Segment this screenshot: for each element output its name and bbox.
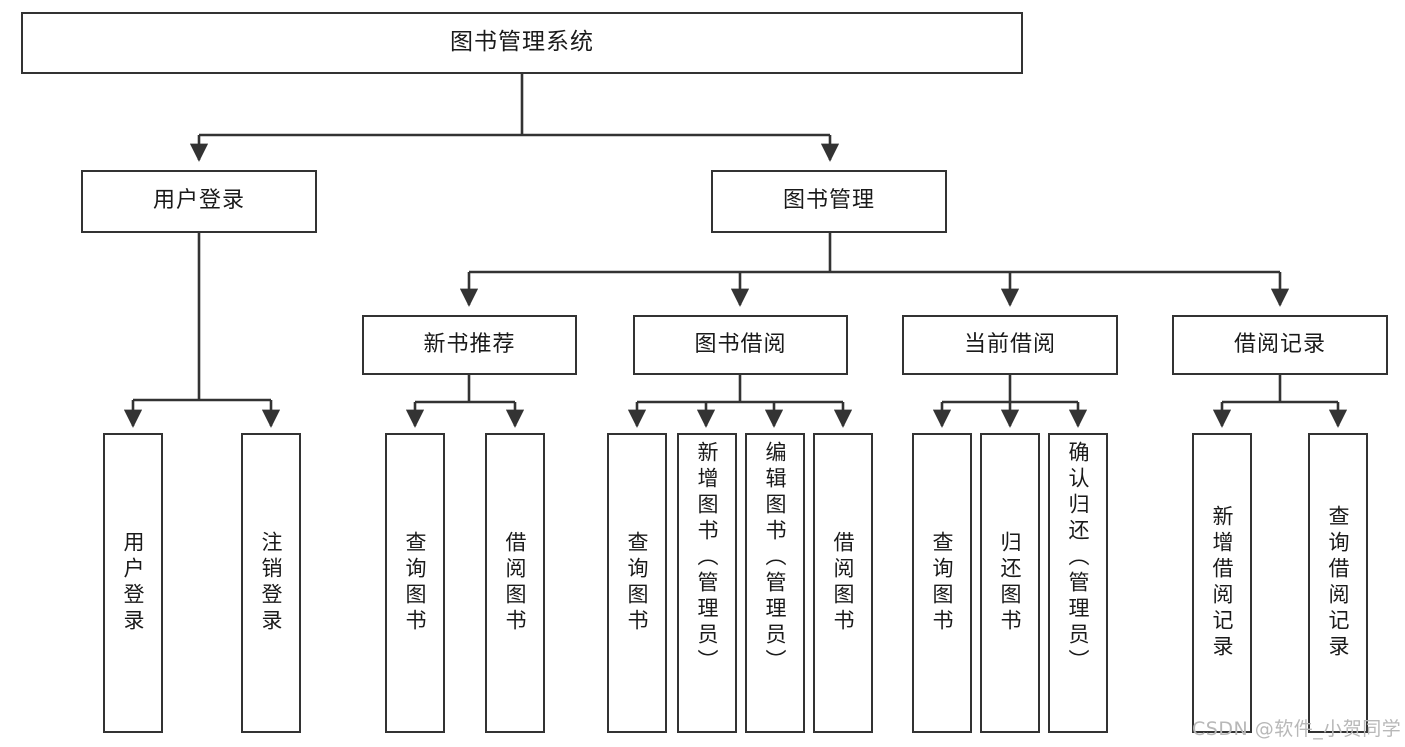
node-root-system[interactable]: 图书管理系统 bbox=[21, 12, 1023, 74]
node-label: 借阅记录 bbox=[1233, 331, 1326, 357]
leaf-label: 用户登录 bbox=[121, 531, 146, 635]
leaf-label: 查询图书 bbox=[625, 531, 650, 635]
node-label: 新书推荐 bbox=[423, 331, 516, 357]
leaf-new-book-query[interactable]: 查询图书 bbox=[385, 433, 445, 733]
node-book-management[interactable]: 图书管理 bbox=[711, 170, 947, 233]
node-current-borrow[interactable]: 当前借阅 bbox=[902, 315, 1118, 375]
leaf-label: 编辑图书（管理员） bbox=[763, 441, 788, 675]
leaf-record-query-record[interactable]: 查询借阅记录 bbox=[1308, 433, 1368, 733]
leaf-user-login-logout[interactable]: 注销登录 bbox=[241, 433, 301, 733]
leaf-label: 查询图书 bbox=[930, 531, 955, 635]
leaf-label: 查询借阅记录 bbox=[1326, 505, 1351, 661]
leaf-label: 归还图书 bbox=[998, 531, 1023, 635]
leaf-borrow-query-book[interactable]: 查询图书 bbox=[607, 433, 667, 733]
leaf-current-return-book[interactable]: 归还图书 bbox=[980, 433, 1040, 733]
node-book-borrow[interactable]: 图书借阅 bbox=[633, 315, 848, 375]
node-label: 用户登录 bbox=[152, 188, 245, 214]
leaf-label: 新增图书（管理员） bbox=[695, 441, 720, 675]
leaf-label: 借阅图书 bbox=[831, 531, 856, 635]
leaf-user-login-login[interactable]: 用户登录 bbox=[103, 433, 163, 733]
leaf-record-add-record[interactable]: 新增借阅记录 bbox=[1192, 433, 1252, 733]
node-borrow-record[interactable]: 借阅记录 bbox=[1172, 315, 1388, 375]
node-new-book-recommend[interactable]: 新书推荐 bbox=[362, 315, 577, 375]
leaf-label: 新增借阅记录 bbox=[1210, 505, 1235, 661]
leaf-new-book-borrow[interactable]: 借阅图书 bbox=[485, 433, 545, 733]
node-user-login[interactable]: 用户登录 bbox=[81, 170, 317, 233]
node-label: 图书借阅 bbox=[694, 331, 787, 357]
node-label: 当前借阅 bbox=[963, 331, 1056, 357]
leaf-label: 借阅图书 bbox=[503, 531, 528, 635]
leaf-label: 确认归还（管理员） bbox=[1066, 441, 1091, 675]
node-label: 图书管理系统 bbox=[450, 29, 594, 56]
csdn-watermark: CSDN @软件_小贺同学 bbox=[1192, 718, 1402, 740]
leaf-current-confirm-return-admin[interactable]: 确认归还（管理员） bbox=[1048, 433, 1108, 733]
leaf-current-query-book[interactable]: 查询图书 bbox=[912, 433, 972, 733]
leaf-borrow-borrow-book[interactable]: 借阅图书 bbox=[813, 433, 873, 733]
node-label: 图书管理 bbox=[782, 188, 875, 214]
leaf-label: 注销登录 bbox=[259, 531, 284, 635]
leaf-borrow-add-book-admin[interactable]: 新增图书（管理员） bbox=[677, 433, 737, 733]
leaf-borrow-edit-book-admin[interactable]: 编辑图书（管理员） bbox=[745, 433, 805, 733]
leaf-label: 查询图书 bbox=[403, 531, 428, 635]
